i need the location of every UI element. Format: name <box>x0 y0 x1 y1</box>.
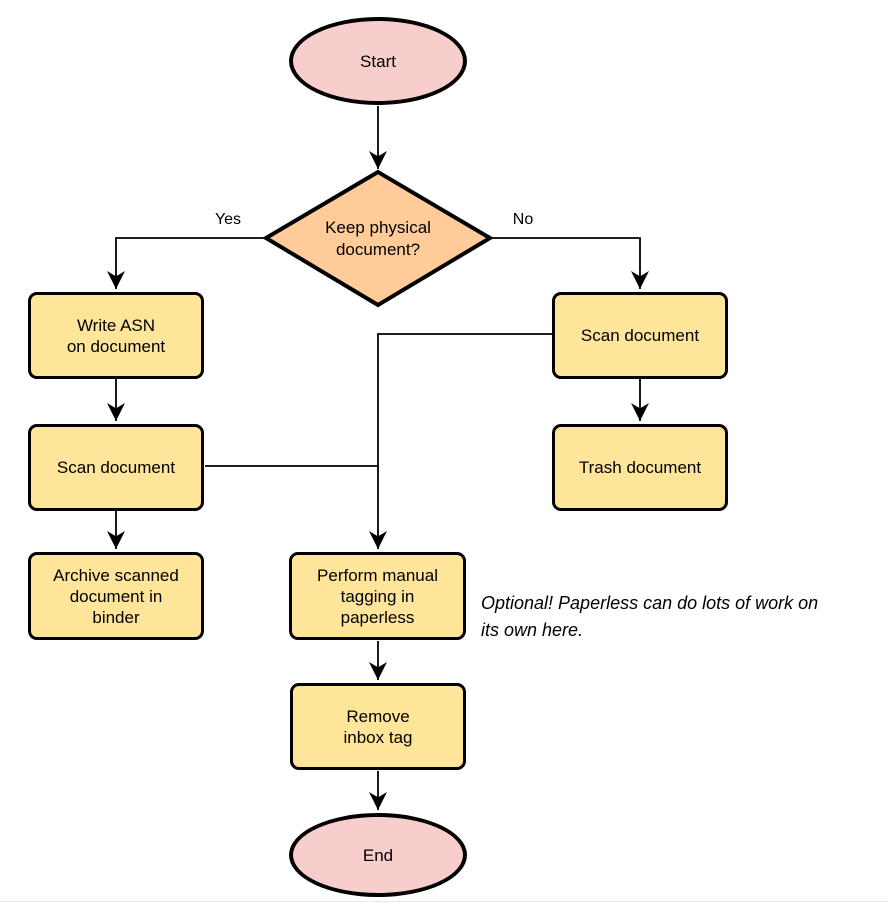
node-scan-document-left: Scan document <box>28 424 204 511</box>
node-trash-document: Trash document <box>552 424 728 511</box>
node-decision-label: Keep physical document? <box>325 218 431 259</box>
node-scan-document-right: Scan document <box>552 292 728 379</box>
edge-scan-right-to-tagging <box>369 333 552 549</box>
annotation-optional-note: Optional! Paperless can do lots of work … <box>481 593 819 640</box>
edge-decision-no-to-scan-right <box>490 237 649 289</box>
node-remove-inbox-tag: Remove inbox tag <box>290 683 466 770</box>
edge-label-no: No <box>496 211 550 229</box>
page-bottom-divider <box>0 901 888 902</box>
node-perform-tagging: Perform manual tagging in paperless <box>289 552 466 640</box>
node-archive-scanned: Archive scanned document in binder <box>28 552 204 640</box>
node-write-asn: Write ASN on document <box>28 292 204 379</box>
decision-diamond-shape <box>262 169 494 308</box>
edge-label-yes: Yes <box>199 211 257 229</box>
node-end: End <box>289 813 467 897</box>
edge-decision-yes-to-write-asn <box>107 237 266 289</box>
node-start: Start <box>289 17 467 105</box>
